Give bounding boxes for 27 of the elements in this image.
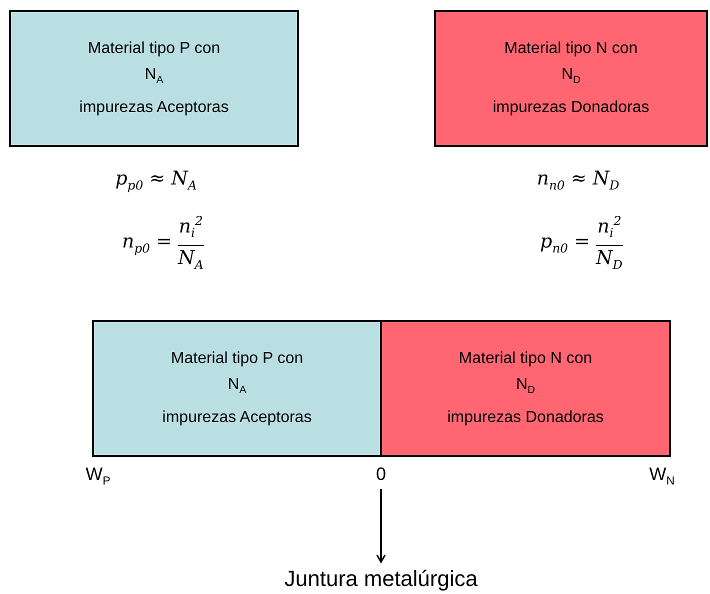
position-label: W$_{N}$ bbox=[649, 464, 675, 488]
material-description: N$_{A}$ bbox=[144, 65, 164, 89]
material-description: impurezas Donadoras bbox=[492, 98, 650, 118]
formula: n$_{p0}$ = bbox=[122, 230, 172, 256]
position-label: W$_{P}$ bbox=[86, 464, 110, 488]
p-type-material-box bbox=[9, 10, 299, 147]
material-description: Material tipo N con bbox=[504, 39, 638, 60]
position-label: 0 bbox=[376, 464, 386, 485]
p-region-box bbox=[92, 320, 382, 457]
arrow bbox=[376, 489, 386, 563]
material-description: impurezas Aceptoras bbox=[79, 98, 229, 118]
fraction-denominator: N$_{D}$ bbox=[596, 246, 623, 274]
n-region-box bbox=[380, 320, 671, 457]
formula: n$_{n0}$ ≈ N$_{D}$ bbox=[536, 168, 620, 192]
material-description: impurezas Aceptoras bbox=[162, 408, 312, 428]
material-description: N$_{D}$ bbox=[516, 375, 536, 399]
material-description: Material tipo P con bbox=[170, 349, 304, 370]
formula: p$_{p0}$ ≈ N$_{A}$ bbox=[115, 168, 197, 192]
junction-label: Juntura metalúrgica bbox=[284, 566, 478, 592]
fraction-denominator: N$_{A}$ bbox=[178, 246, 204, 274]
n-type-material-box bbox=[434, 10, 708, 147]
material-description: Material tipo P con bbox=[88, 39, 220, 60]
material-description: N$_{D}$ bbox=[561, 65, 581, 89]
material-description: N$_{A}$ bbox=[228, 375, 246, 399]
material-description: Material tipo N con bbox=[458, 349, 592, 370]
material-description: impurezas Donadoras bbox=[447, 408, 604, 428]
formula: p$_{n0}$ = bbox=[540, 230, 590, 256]
